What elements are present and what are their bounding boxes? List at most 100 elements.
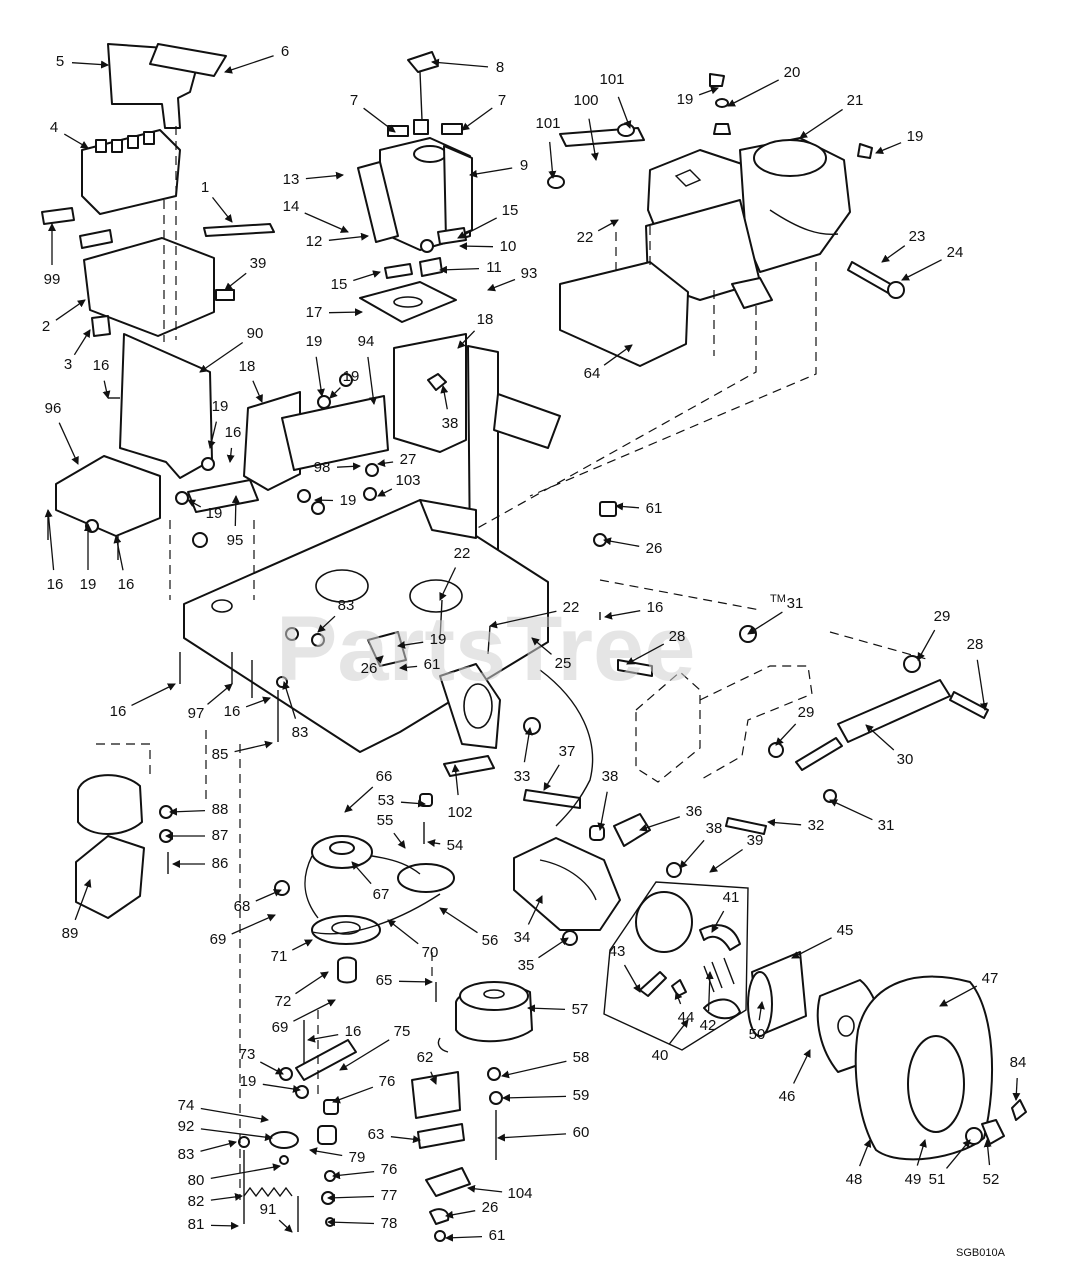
callout-30: 30 xyxy=(865,724,913,768)
callout-label: 6 xyxy=(281,43,289,60)
callout-26: 26 xyxy=(603,537,662,557)
callout-label: 19 xyxy=(240,1073,257,1090)
callout-leader xyxy=(597,219,619,232)
callout-label: 94 xyxy=(358,333,375,350)
callout-leader xyxy=(102,380,111,399)
callout-76: 76 xyxy=(332,1161,397,1180)
callout-90: 90 xyxy=(199,325,263,373)
callout-leader xyxy=(767,818,802,827)
callout-leader xyxy=(329,387,341,399)
callout-label: 48 xyxy=(846,1171,863,1188)
callout-16: 16 xyxy=(44,509,63,593)
callout-leader xyxy=(58,422,79,465)
callout-label: 82 xyxy=(188,1193,205,1210)
callout-103: 103 xyxy=(377,472,421,497)
callout-leader xyxy=(187,499,202,508)
callout-label: 17 xyxy=(306,304,323,321)
callout-99: 99 xyxy=(44,223,61,288)
callout-8: 8 xyxy=(431,58,504,76)
callout-label: 16 xyxy=(110,703,127,720)
callout-label: 32 xyxy=(808,817,825,834)
callout-label: 71 xyxy=(271,948,288,965)
callout-39: 39 xyxy=(224,255,267,291)
callout-leader xyxy=(328,308,363,317)
callout-label: 61 xyxy=(424,656,441,673)
callout-102: 102 xyxy=(447,764,473,821)
callout-19: 19 xyxy=(80,523,97,593)
callout-44: 44 xyxy=(674,991,694,1026)
callout-35: 35 xyxy=(518,937,569,974)
callout-73: 73 xyxy=(239,1046,284,1075)
callout-78: 78 xyxy=(327,1215,398,1232)
callout-61: 61 xyxy=(445,1227,505,1244)
callout-leader xyxy=(73,329,91,356)
callout-28: 28 xyxy=(967,636,988,711)
callout-leader xyxy=(711,910,725,933)
callout-leader xyxy=(527,895,543,925)
callout-37: 37 xyxy=(543,743,575,791)
callout-7: 7 xyxy=(461,92,506,131)
callout-leader xyxy=(224,272,247,291)
callout-101: 101 xyxy=(535,115,561,179)
callout-95: 95 xyxy=(227,495,243,549)
callout-87: 87 xyxy=(165,827,229,844)
callout-leader xyxy=(917,629,936,661)
callout-label: 15 xyxy=(331,276,348,293)
callout-leader xyxy=(799,108,843,139)
callout-69: 69 xyxy=(272,999,336,1036)
callout-leader xyxy=(775,723,797,746)
callout-5: 5 xyxy=(56,53,109,70)
callout-leader xyxy=(314,496,334,505)
callout-83: 83 xyxy=(282,681,309,741)
callout-82: 82 xyxy=(188,1192,243,1210)
callout-label: 98 xyxy=(314,459,331,476)
callout-21: 21 xyxy=(799,92,863,139)
callout-label: 69 xyxy=(272,1019,289,1036)
callout-label: 85 xyxy=(212,746,229,763)
callout-label: 19 xyxy=(340,492,357,509)
callout-29: 29 xyxy=(917,608,950,661)
callout-label: 39 xyxy=(250,255,267,272)
callout-label: 83 xyxy=(292,724,309,741)
callout-label: 61 xyxy=(646,500,663,517)
battery-terminals xyxy=(95,131,155,153)
callout-label: 20 xyxy=(784,64,801,81)
callout-leader xyxy=(756,1001,765,1021)
callout-leader xyxy=(439,907,478,934)
callout-leader xyxy=(427,839,441,847)
callout-leader xyxy=(457,217,497,239)
callout-18: 18 xyxy=(239,358,263,403)
callout-83: 83 xyxy=(317,597,354,633)
callout-49: 49 xyxy=(905,1139,927,1188)
callout-label: 87 xyxy=(212,827,229,844)
callout-leader xyxy=(429,1071,437,1085)
callout-label: 19 xyxy=(677,91,694,108)
callout-label: 9 xyxy=(520,157,528,174)
alignment-lines xyxy=(96,126,931,1200)
callout-leader xyxy=(304,212,349,233)
callout-80: 80 xyxy=(188,1163,281,1189)
callout-label: 19 xyxy=(212,398,229,415)
callout-61: 61 xyxy=(399,656,441,673)
callout-15: 15 xyxy=(331,270,381,293)
callout-75: 75 xyxy=(339,1023,410,1071)
callout-leader xyxy=(527,1004,566,1013)
callout-38: 38 xyxy=(679,820,722,869)
callout-6: 6 xyxy=(224,43,289,74)
callout-label: 19 xyxy=(430,631,447,648)
callout-label: 67 xyxy=(373,886,390,903)
callout-leader xyxy=(169,807,206,816)
callout-label: 5 xyxy=(56,53,64,70)
callout-label: 19 xyxy=(80,576,97,593)
callout-16: 16 xyxy=(604,599,663,620)
callout-label: 78 xyxy=(381,1215,398,1232)
callout-label: 103 xyxy=(395,472,420,489)
callout-label: 99 xyxy=(44,271,61,288)
callout-label: 16 xyxy=(224,703,241,720)
callout-1: 1 xyxy=(201,179,233,223)
callout-leader xyxy=(1012,1077,1021,1101)
callout-label: 59 xyxy=(573,1087,590,1104)
callout-38: 38 xyxy=(440,385,458,432)
callout-42: 42 xyxy=(700,971,716,1034)
callout-leader xyxy=(344,786,374,813)
